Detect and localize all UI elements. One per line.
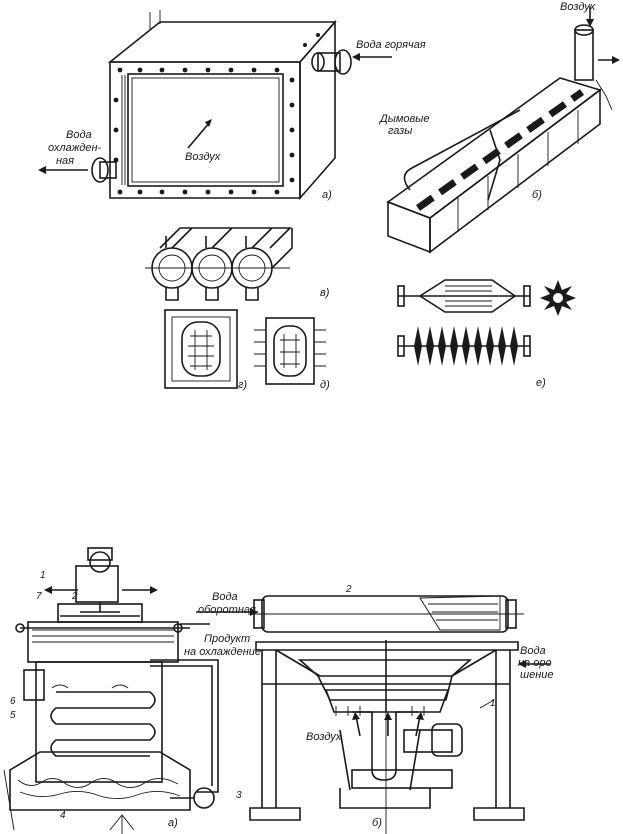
rivet-row [113, 33, 320, 195]
product-label-1: Продукт [204, 633, 250, 645]
flue-gas-heater [386, 6, 620, 254]
product-label-2: на охлаждение [184, 646, 261, 658]
callout-b-1: 1 [490, 698, 496, 709]
fig-d-label: д) [320, 379, 330, 391]
air-cooler-box [38, 10, 392, 201]
air-label-bottom: Воздух [306, 731, 342, 743]
cold-water-label-1: Вода [66, 129, 92, 141]
water-spray-label-1: Вода [520, 645, 546, 657]
fig-a-label: а) [322, 189, 332, 201]
flue-gases-label-2: газы [388, 125, 412, 137]
callout-3: 3 [236, 790, 242, 801]
callout-b-2: 2 [345, 584, 352, 595]
hot-water-label: Вода горячая [356, 39, 426, 51]
callout-5: 5 [10, 710, 16, 721]
finned-tube-bundle [145, 227, 293, 301]
fig-e-label: е) [536, 377, 546, 389]
water-spray-label-2: на оро [518, 657, 552, 669]
air-label-b: Воздух [560, 1, 596, 13]
evaporative-cooler [3, 547, 219, 834]
cooling-tower-frame [196, 595, 550, 834]
water-spray-label-3: шение [520, 669, 554, 681]
air-label-a: Воздух [185, 151, 221, 163]
water-circ-label-1: Вода [212, 591, 238, 603]
callout-2: 2 [71, 591, 78, 602]
fig-b-bottom-label: б) [372, 817, 382, 829]
callout-1: 1 [40, 570, 46, 581]
cold-water-label-3: ная [56, 155, 74, 167]
cold-water-label-2: охлажден- [48, 142, 102, 154]
callout-6: 6 [10, 696, 16, 707]
fig-g-label: г) [238, 379, 247, 391]
water-circ-label-2: оборотная [198, 604, 256, 616]
fig-a-bottom-label: а) [168, 817, 178, 829]
oval-tube-section-d [254, 317, 326, 385]
flue-gases-label-1: Дымовые [378, 113, 429, 125]
callout-7: 7 [36, 591, 42, 602]
oval-tube-section-g [164, 309, 238, 389]
star-finned-tubes [397, 279, 576, 366]
fig-v-label: в) [320, 287, 330, 299]
callout-4: 4 [60, 810, 66, 821]
fig-b-label: б) [532, 189, 542, 201]
